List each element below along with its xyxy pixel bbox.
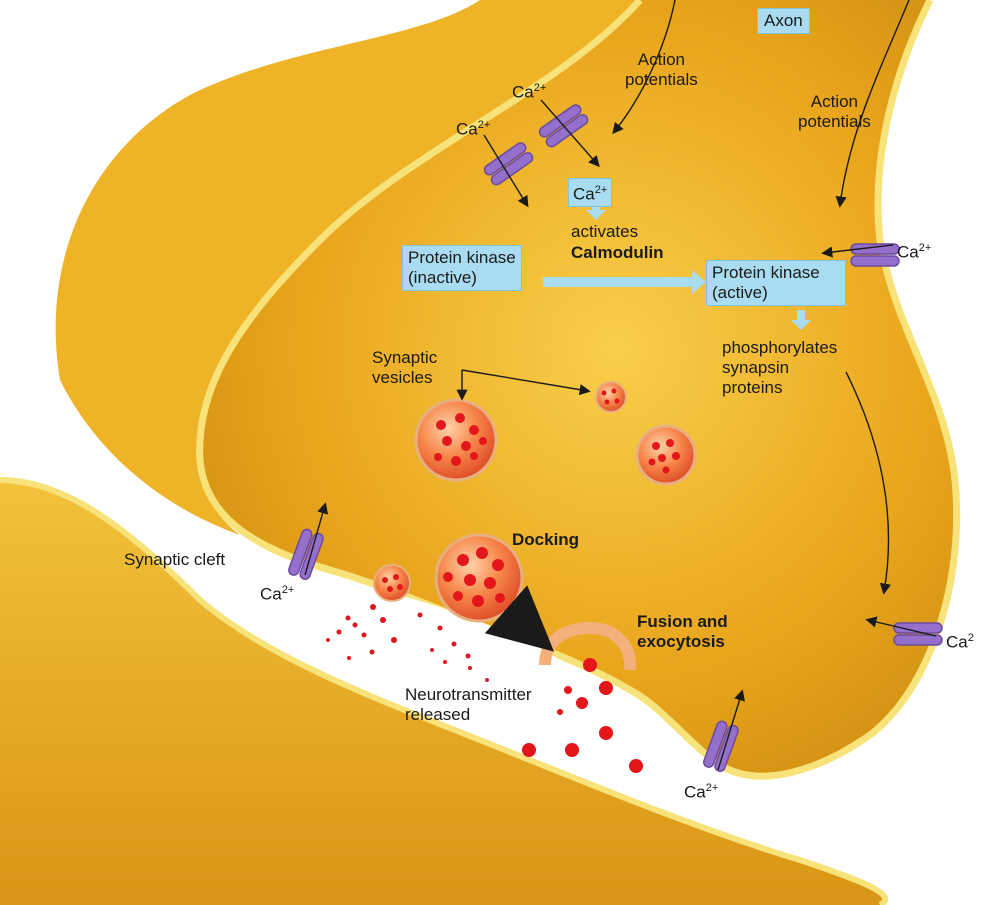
ca-label-3: Ca2+	[897, 238, 931, 263]
fusion-label: Fusion and exocytosis	[637, 612, 728, 652]
protein-kinase-inactive: Protein kinase (inactive)	[402, 245, 522, 291]
blue-arrow-right	[543, 277, 693, 287]
axon-label: Axon	[757, 8, 810, 34]
synaptic-vesicle-icon	[637, 426, 695, 484]
synaptic-cleft-label: Synaptic cleft	[124, 550, 225, 570]
calmodulin-label: Calmodulin	[571, 243, 664, 263]
ca-label-6: Ca2+	[684, 778, 718, 803]
synaptic-vesicle-icon	[374, 565, 410, 601]
action-potentials-label-2: Action potentials	[798, 92, 871, 132]
ca-label-5: Ca2	[946, 628, 974, 653]
neurotransmitter-label: Neurotransmitter released	[405, 685, 532, 725]
activates-label: activates	[571, 222, 638, 242]
ca-label-1: Ca2+	[512, 78, 546, 103]
action-potentials-label-1: Action potentials	[625, 50, 698, 90]
synaptic-vesicles-label: Synaptic vesicles	[372, 348, 437, 388]
phosphorylates-label: phosphorylates synapsin proteins	[722, 338, 837, 398]
ca-label-2: Ca2+	[456, 115, 490, 140]
ca-label-4: Ca2+	[260, 580, 294, 605]
protein-kinase-active: Protein kinase (active)	[706, 260, 846, 306]
docking-label: Docking	[512, 530, 579, 550]
ca-box: Ca2+	[568, 178, 612, 207]
synaptic-vesicle-icon	[596, 382, 626, 412]
